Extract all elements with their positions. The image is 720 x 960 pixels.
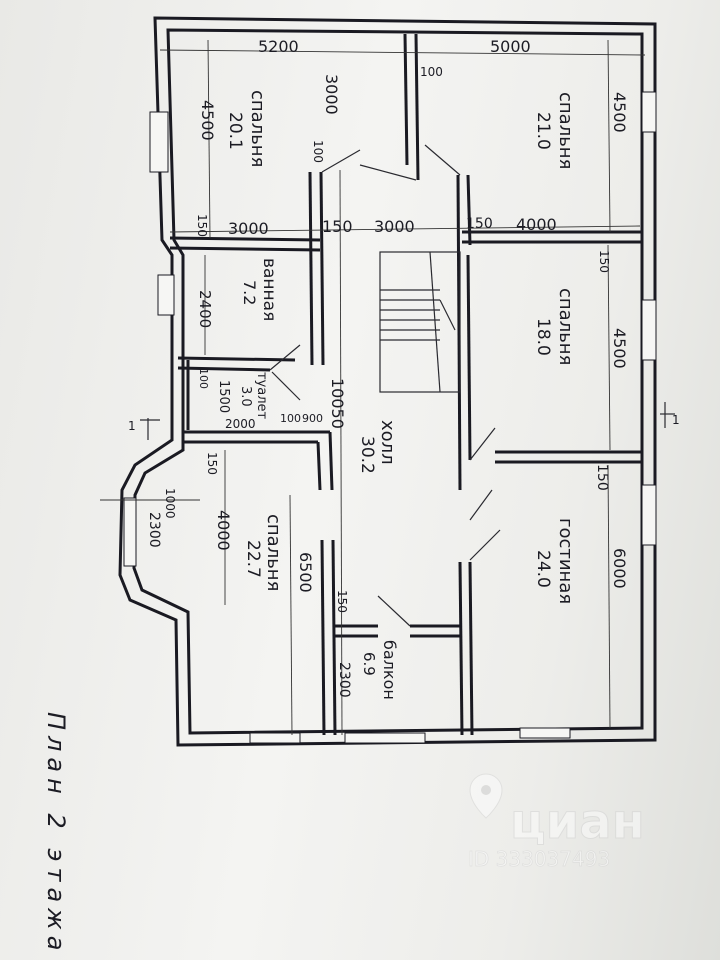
room-name-bedroom-nw: спальня [247, 90, 268, 167]
room-name-bedroom-e: спальня [555, 288, 576, 365]
dim-100-c: 100 [197, 368, 210, 389]
section-mark-right: 1 [672, 413, 680, 427]
dim-4500-nw: 4500 [198, 100, 217, 141]
dimension-lines [100, 39, 646, 736]
room-name-balcony: балкон [380, 640, 399, 700]
watermark-id: ID 333037493 [468, 847, 610, 871]
dim-top-right: 5000 [490, 37, 531, 56]
dim-100-a: 100 [420, 65, 443, 79]
dim-3000-v: 3000 [322, 74, 341, 115]
dim-6500: 6500 [296, 552, 315, 593]
dim-6000: 6000 [610, 548, 629, 589]
dim-3000-b: 3000 [374, 217, 415, 236]
dim-150-g: 150 [335, 590, 349, 613]
room-area-toilet: 3.0 [238, 386, 253, 407]
location-pin-icon [469, 773, 503, 819]
room-area-living: 24.0 [533, 550, 553, 588]
interior-walls [169, 33, 642, 736]
plan-title: План 2 этажа [42, 712, 70, 957]
room-name-bedroom-ne: спальня [555, 92, 576, 169]
room-area-hall: 30.2 [357, 436, 377, 474]
dim-150-a: 150 [195, 214, 209, 237]
section-mark-left: 1 [128, 419, 136, 433]
dim-3000-a: 3000 [228, 219, 269, 238]
dim-150-e: 150 [205, 452, 219, 475]
room-name-toilet: туалет [254, 372, 269, 420]
dim-150-d: 150 [597, 250, 611, 273]
dim-150-c: 150 [466, 216, 493, 232]
dim-4500-ne: 4500 [610, 92, 629, 133]
dim-4500-e: 4500 [610, 328, 629, 369]
room-area-bedroom-nw: 20.1 [225, 112, 245, 150]
room-name-hall: холл [377, 420, 398, 465]
dim-2300-b: 2300 [336, 662, 352, 698]
dim-100-b: 100 [311, 140, 325, 163]
room-area-bedroom-e: 18.0 [533, 318, 553, 356]
dim-150-f: 150 [594, 464, 610, 491]
dim-1500: 1500 [216, 380, 231, 413]
room-name-bathroom: ванная [259, 258, 279, 321]
watermark-brand: циан [510, 794, 645, 850]
room-name-living: гостиная [555, 518, 576, 604]
dim-2000: 2000 [225, 417, 256, 431]
dim-10050: 10050 [328, 378, 347, 429]
room-name-bedroom-sw: спальня [263, 514, 284, 591]
windows [123, 91, 657, 744]
dim-2400: 2400 [196, 290, 214, 328]
room-area-bedroom-ne: 21.0 [533, 112, 553, 150]
room-area-balcony: 6.9 [360, 652, 378, 676]
dim-1000: 1000 [163, 488, 177, 519]
dim-900: 900 [302, 412, 323, 425]
room-area-bedroom-sw: 22.7 [243, 540, 263, 578]
room-area-bathroom: 7.2 [240, 280, 259, 305]
exterior-walls [118, 16, 657, 747]
dim-4000-b: 4000 [214, 510, 233, 551]
dim-2300-a: 2300 [146, 512, 162, 548]
dim-150-b: 150 [322, 217, 353, 236]
section-marks [140, 402, 675, 440]
watermark: циан ID 333037493 [468, 773, 645, 871]
dim-top-left: 5200 [258, 37, 299, 56]
staircase [379, 251, 461, 393]
dim-100-d: 100 [280, 412, 301, 425]
dim-4000-a: 4000 [516, 215, 557, 234]
